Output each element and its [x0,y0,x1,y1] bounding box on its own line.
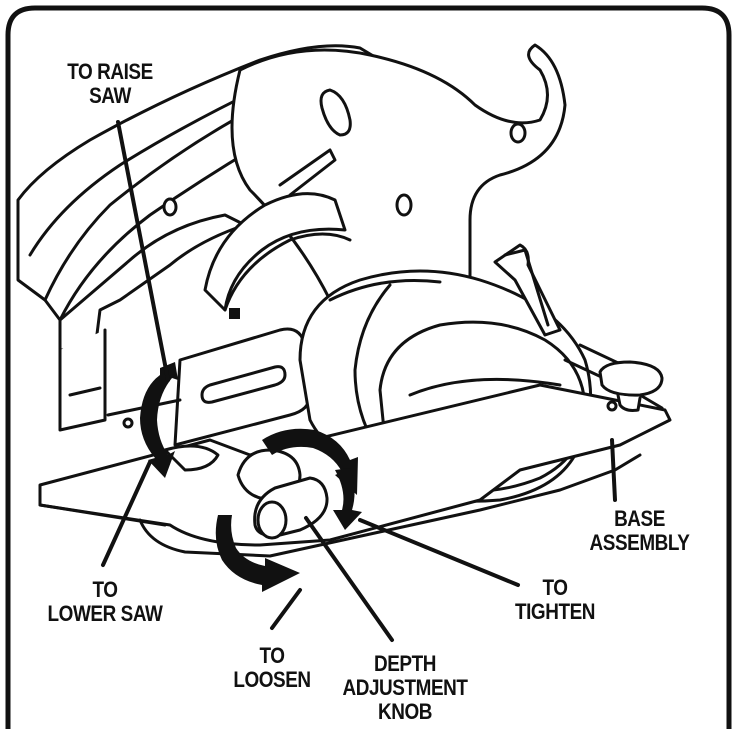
tighten-arrow [262,428,362,530]
leader-tighten [358,518,520,587]
label-line: LOOSEN [233,667,311,692]
label-line: DEPTH [374,651,436,676]
leader-loosen [270,588,302,630]
label-line: SAW [89,83,131,108]
saw-illustration [16,43,672,558]
label-line: KNOB [378,699,432,724]
label-to-loosen: TO LOOSEN [229,644,315,692]
label-to-raise-saw: TO RAISE SAW [58,60,161,108]
blade-window [203,192,347,312]
label-base-assembly: BASE ASSEMBLY [581,507,697,555]
depth-slot [200,365,287,404]
leader-lines [101,120,617,642]
screw-hole [509,122,527,144]
depth-marker [229,308,240,319]
label-line: BASE [614,506,665,531]
label-line: ADJUSTMENT [342,675,468,700]
leader-depth-knob [304,516,394,642]
loosen-arrow [215,515,300,592]
label-line: TO [542,575,568,600]
raise-lower-arrow [140,362,178,478]
label-to-lower-saw: TO LOWER SAW [41,578,170,626]
screw-hole [395,193,413,217]
bevel-knob [598,360,664,397]
label-line: TO [259,643,285,668]
leader-lower-saw [101,460,152,567]
label-line: TO [92,577,118,602]
label-depth-adjustment-knob: DEPTH ADJUSTMENT KNOB [341,652,470,724]
motor-handle [230,43,567,332]
label-line: LOWER SAW [47,601,163,626]
screw-hole [162,197,178,217]
label-line: TIGHTEN [514,599,596,624]
leader-base-assembly [610,438,617,502]
diagram-frame [5,5,732,729]
label-line: TO RAISE [67,59,153,84]
leader-raise-saw [116,120,170,382]
label-to-tighten: TO TIGHTEN [503,576,606,624]
label-line: ASSEMBLY [589,530,690,555]
handle-slot [319,88,352,137]
